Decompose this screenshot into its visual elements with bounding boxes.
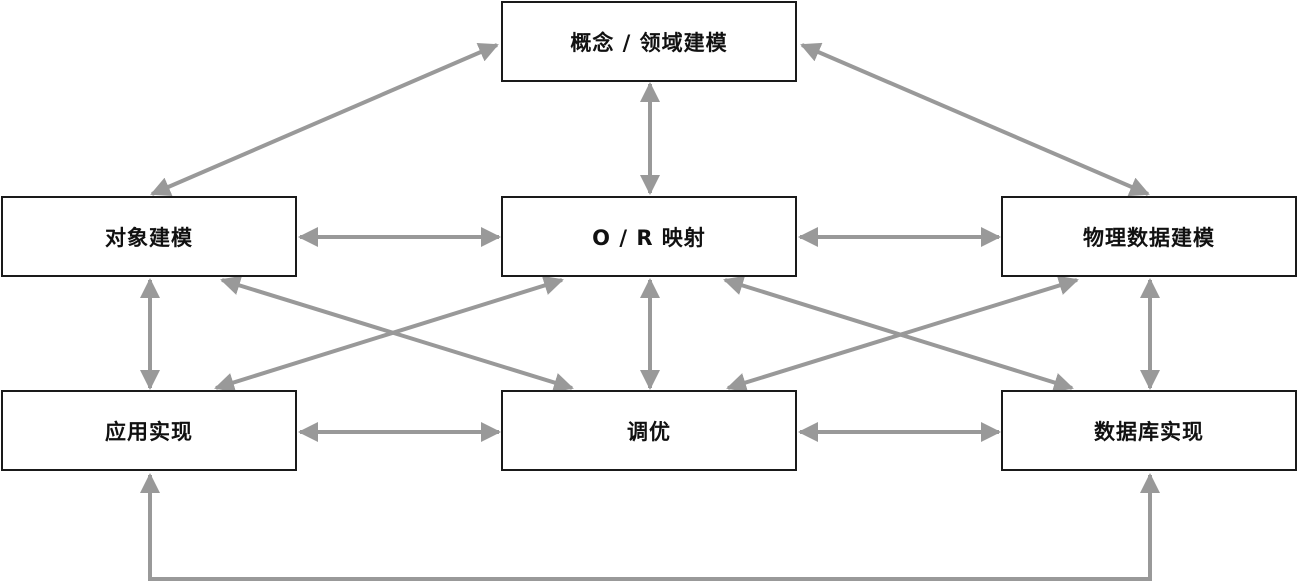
arrow-concept-object <box>150 42 499 197</box>
arrow-or-mapping-app-impl <box>214 275 564 393</box>
node-object-modeling: 对象建模 <box>1 196 297 277</box>
arrow-physical-tuning <box>726 275 1079 393</box>
arrow-concept-physical <box>800 42 1150 197</box>
node-application-implementation: 应用实现 <box>1 390 297 471</box>
node-or-mapping: O / R 映射 <box>501 196 797 277</box>
node-tuning: 调优 <box>501 390 797 471</box>
node-physical-data-modeling: 物理数据建模 <box>1001 196 1297 277</box>
arrow-app-impl-db-impl <box>140 473 1160 581</box>
node-database-implementation: 数据库实现 <box>1001 390 1297 471</box>
edge-group <box>140 42 1160 581</box>
node-concept-domain-modeling: 概念 / 领域建模 <box>501 1 797 82</box>
